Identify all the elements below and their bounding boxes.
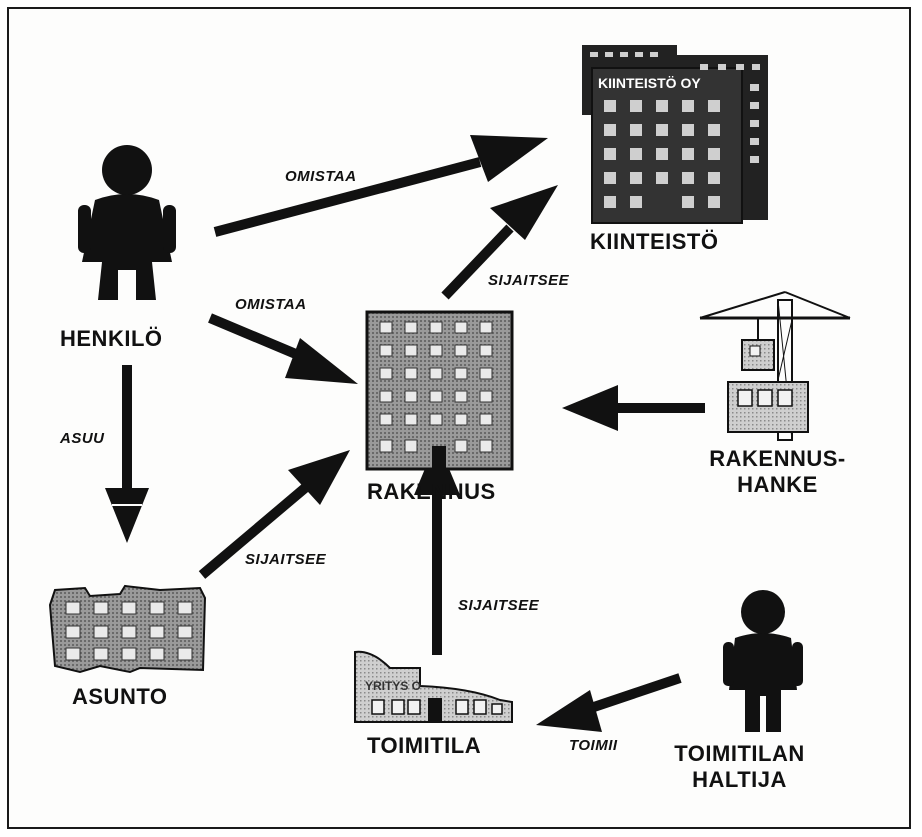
relation-asuu: ASUU	[60, 430, 105, 447]
haltija-label-line2: HALTIJA	[692, 767, 787, 792]
rakennushanke-label-line2: HANKE	[737, 472, 818, 497]
arrow-sijaitsee-asunto	[198, 450, 350, 579]
arrow-sijaitsee-toimitila	[414, 440, 460, 655]
rakennushanke-label-line1: RAKENNUS-	[709, 446, 846, 471]
arrow-omistaa-kiinteisto	[213, 135, 548, 237]
rakennus-label: RAKENNUS	[367, 479, 496, 504]
toimitila-building-icon: YRITYS O	[354, 650, 513, 723]
relation-sijaitsee-toimitila: SIJAITSEE	[458, 597, 540, 614]
relation-sijaitsee-kiinteisto: SIJAITSEE	[488, 272, 570, 289]
asunto-label: ASUNTO	[72, 684, 168, 709]
arrow-sijaitsee-kiinteisto	[441, 185, 558, 300]
kiinteisto-buildings-icon: KIINTEISTÖ OY	[582, 45, 768, 224]
relation-sijaitsee-asunto: SIJAITSEE	[245, 551, 327, 568]
henkilo-person-icon	[78, 145, 176, 300]
arrow-asuu	[105, 365, 149, 543]
toimitila-label: TOIMITILA	[367, 733, 482, 758]
rakennus-building-icon	[365, 310, 514, 471]
henkilo-label: HENKILÖ	[60, 326, 163, 351]
asunto-building-icon	[48, 584, 207, 674]
rakennushanke-label: RAKENNUS- HANKE	[705, 446, 850, 498]
haltija-label-line1: TOIMITILAN	[674, 741, 805, 766]
haltija-label: TOIMITILAN HALTIJA	[652, 741, 827, 793]
relation-toimii: TOIMII	[569, 737, 618, 754]
relation-omistaa-rakennus: OMISTAA	[235, 296, 307, 313]
arrow-omistaa-rakennus	[208, 313, 358, 384]
toimitila-sign: YRITYS O	[365, 679, 421, 693]
arrow-rakennushanke	[562, 385, 705, 431]
haltija-person-icon	[723, 590, 803, 732]
relation-omistaa-kiinteisto: OMISTAA	[285, 168, 357, 185]
kiinteisto-label: KIINTEISTÖ	[590, 229, 719, 254]
kiinteisto-oy-sign: KIINTEISTÖ OY	[598, 75, 701, 91]
arrow-toimii	[536, 673, 682, 732]
rakennushanke-crane-icon	[699, 291, 851, 441]
